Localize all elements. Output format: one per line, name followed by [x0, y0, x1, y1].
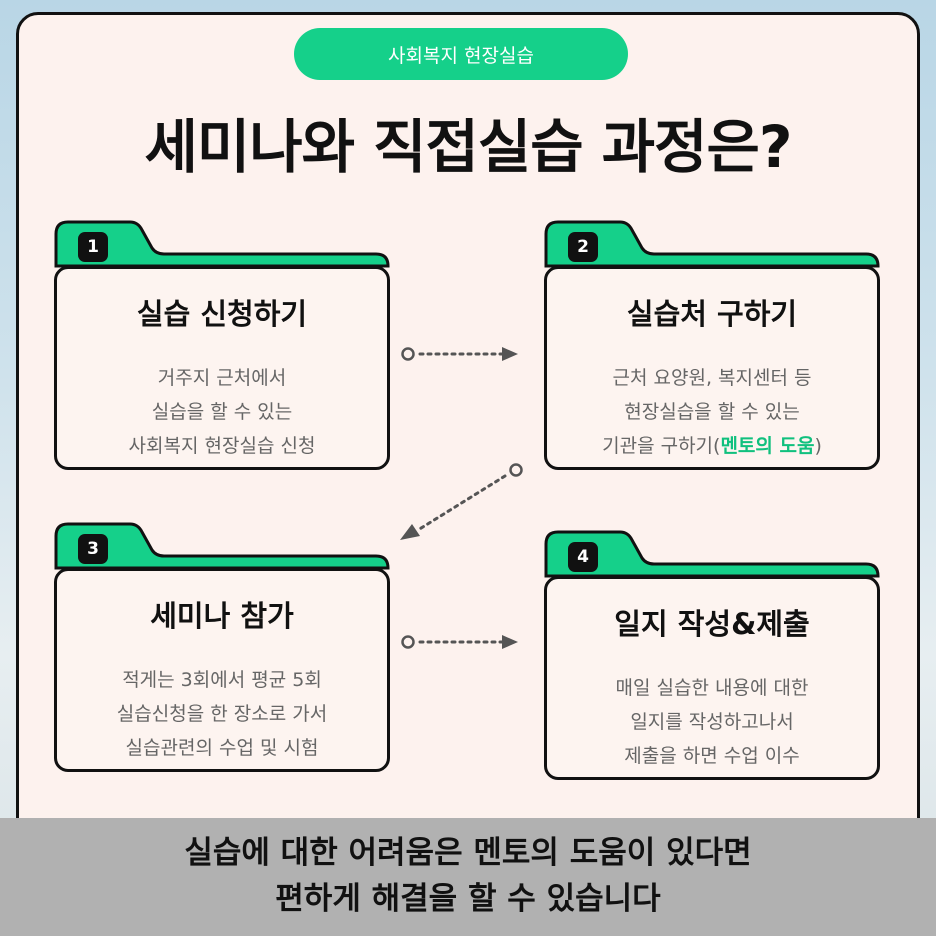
step-desc-line: 실습을 할 수 있는: [151, 401, 293, 423]
step-desc-line: 제출을 하면 수업 이수: [624, 745, 800, 767]
step-desc-text: 기관을 구하기(: [602, 435, 721, 457]
step-number-badge: 3: [78, 534, 108, 564]
folder-tab-icon: [544, 530, 880, 578]
step-card-3: 3 세미나 참가 적게는 3회에서 평균 5회 실습신청을 한 장소로 가서 실…: [54, 522, 390, 772]
caption-line: 실습에 대한 어려움은 멘토의 도움이 있다면: [184, 835, 752, 871]
step-number-badge: 4: [568, 542, 598, 572]
bottom-caption-banner: 실습에 대한 어려움은 멘토의 도움이 있다면 편하게 해결을 할 수 있습니다: [0, 818, 936, 936]
step-card-1: 1 실습 신청하기 거주지 근처에서 실습을 할 수 있는 사회복지 현장실습 …: [54, 220, 390, 470]
dotted-arrow-right-icon: [401, 635, 518, 649]
caption-line: 편하게 해결을 할 수 있습니다: [275, 881, 661, 917]
step-heading: 세미나 참가: [150, 599, 294, 633]
step-description: 근처 요양원, 복지센터 등 현장실습을 할 수 있는 기관을 구하기(멘토의 …: [547, 361, 877, 463]
step-desc-line: 거주지 근처에서: [157, 367, 287, 389]
step-heading: 일지 작성&제출: [614, 607, 810, 641]
step-desc-line: 사회복지 현장실습 신청: [128, 435, 316, 457]
step-desc-line: 실습관련의 수업 및 시험: [125, 737, 319, 759]
step-desc-line: 근처 요양원, 복지센터 등: [612, 367, 812, 389]
dotted-arrow-diagonal-icon: [400, 463, 523, 540]
folder-tab-icon: [54, 522, 390, 570]
step-desc-line: 적게는 3회에서 평균 5회: [122, 669, 322, 691]
step-desc-line: 일지를 작성하고나서: [630, 711, 794, 733]
step-body: 실습 신청하기 거주지 근처에서 실습을 할 수 있는 사회복지 현장실습 신청: [54, 266, 390, 470]
step-desc-line: 매일 실습한 내용에 대한: [615, 677, 809, 699]
step-heading: 실습 신청하기: [136, 297, 308, 331]
step-body: 실습처 구하기 근처 요양원, 복지센터 등 현장실습을 할 수 있는 기관을 …: [544, 266, 880, 470]
step-card-4: 4 일지 작성&제출 매일 실습한 내용에 대한 일지를 작성하고나서 제출을 …: [544, 530, 880, 780]
page-title: 세미나와 직접실습 과정은?: [144, 113, 793, 181]
category-badge-label: 사회복지 현장실습: [388, 44, 534, 67]
step-desc-line: 현장실습을 할 수 있는: [624, 401, 800, 423]
step-body: 일지 작성&제출 매일 실습한 내용에 대한 일지를 작성하고나서 제출을 하면…: [544, 576, 880, 780]
folder-tab-icon: [544, 220, 880, 268]
step-description: 적게는 3회에서 평균 5회 실습신청을 한 장소로 가서 실습관련의 수업 및…: [57, 663, 387, 765]
step-body: 세미나 참가 적게는 3회에서 평균 5회 실습신청을 한 장소로 가서 실습관…: [54, 568, 390, 772]
category-badge: 사회복지 현장실습: [294, 28, 628, 80]
dotted-arrow-right-icon: [401, 347, 518, 361]
step-heading: 실습처 구하기: [626, 297, 798, 331]
step-desc-line: 실습신청을 한 장소로 가서: [116, 703, 328, 725]
step-card-2: 2 실습처 구하기 근처 요양원, 복지센터 등 현장실습을 할 수 있는 기관…: [544, 220, 880, 470]
step-number-badge: 2: [568, 232, 598, 262]
mentor-help-highlight: 멘토의 도움: [720, 435, 815, 457]
step-desc-line: 기관을 구하기(멘토의 도움): [547, 429, 877, 463]
step-number-badge: 1: [78, 232, 108, 262]
folder-tab-icon: [54, 220, 390, 268]
step-description: 매일 실습한 내용에 대한 일지를 작성하고나서 제출을 하면 수업 이수: [547, 671, 877, 773]
step-description: 거주지 근처에서 실습을 할 수 있는 사회복지 현장실습 신청: [57, 361, 387, 463]
step-desc-text: ): [814, 435, 822, 457]
